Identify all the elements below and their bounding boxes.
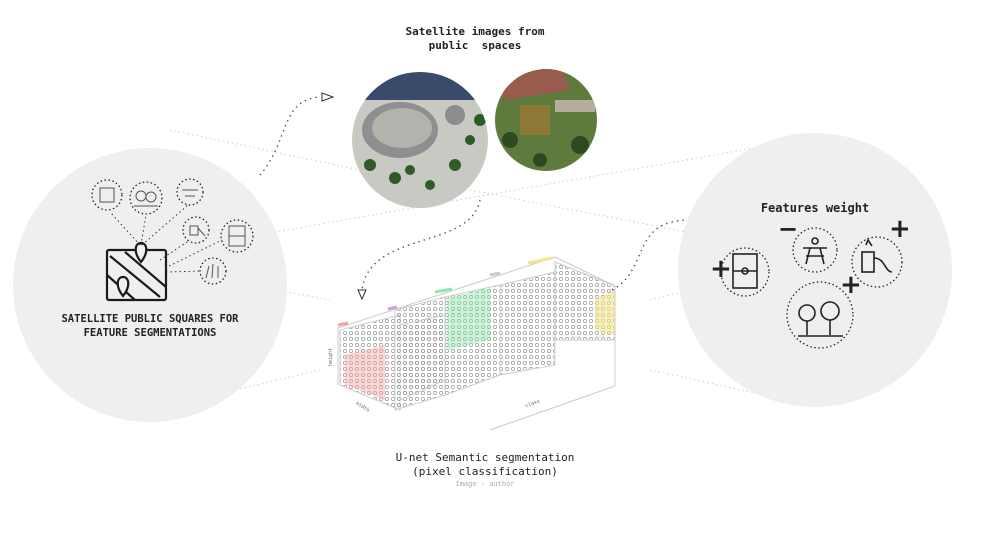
playground-icon bbox=[861, 238, 893, 273]
icon-connectors bbox=[109, 204, 223, 273]
left-icon-bubbles bbox=[91, 178, 254, 285]
class-panel bbox=[499, 271, 556, 376]
top-title: Satellite images from public spaces bbox=[405, 25, 545, 52]
class-panel bbox=[554, 261, 616, 341]
left-circle-label: SATELLITE PUBLIC SQUARES FOR FEATURE SEG… bbox=[61, 313, 239, 339]
left-icons bbox=[99, 187, 246, 279]
class-panel bbox=[394, 296, 446, 411]
grass-icon bbox=[205, 263, 219, 279]
plus-sign: + bbox=[889, 214, 911, 244]
playground-icon bbox=[189, 225, 206, 237]
satellite-image-2 bbox=[495, 69, 597, 171]
soccer-field-icon bbox=[732, 253, 758, 289]
class-panel bbox=[444, 284, 501, 396]
tensor-diagram bbox=[337, 256, 616, 431]
class-panel bbox=[339, 314, 401, 411]
right-circle-title: Features weight bbox=[760, 201, 870, 215]
flow-arrows bbox=[259, 96, 691, 291]
picnic-table-icon bbox=[803, 237, 827, 265]
trees-icon bbox=[134, 190, 158, 207]
right-icon-bubbles bbox=[720, 227, 903, 349]
axis-height-label: height bbox=[328, 347, 335, 367]
picnic-table-icon bbox=[182, 189, 198, 197]
image-credit: Image : author bbox=[455, 480, 515, 488]
map-pin-icon bbox=[105, 241, 168, 302]
caption-title: U-net Semantic segmentation (pixel class… bbox=[395, 451, 575, 478]
satellite-image-1 bbox=[352, 72, 488, 208]
restroom-icon bbox=[99, 187, 115, 203]
soccer-field-icon bbox=[228, 225, 246, 247]
trees-icon bbox=[798, 301, 843, 337]
plus-sign: + bbox=[710, 254, 732, 284]
left-circle bbox=[13, 148, 287, 422]
plus-sign: + bbox=[840, 270, 862, 300]
right-circle bbox=[678, 133, 952, 407]
right-icons bbox=[732, 237, 893, 337]
minus-sign: − bbox=[778, 215, 799, 243]
